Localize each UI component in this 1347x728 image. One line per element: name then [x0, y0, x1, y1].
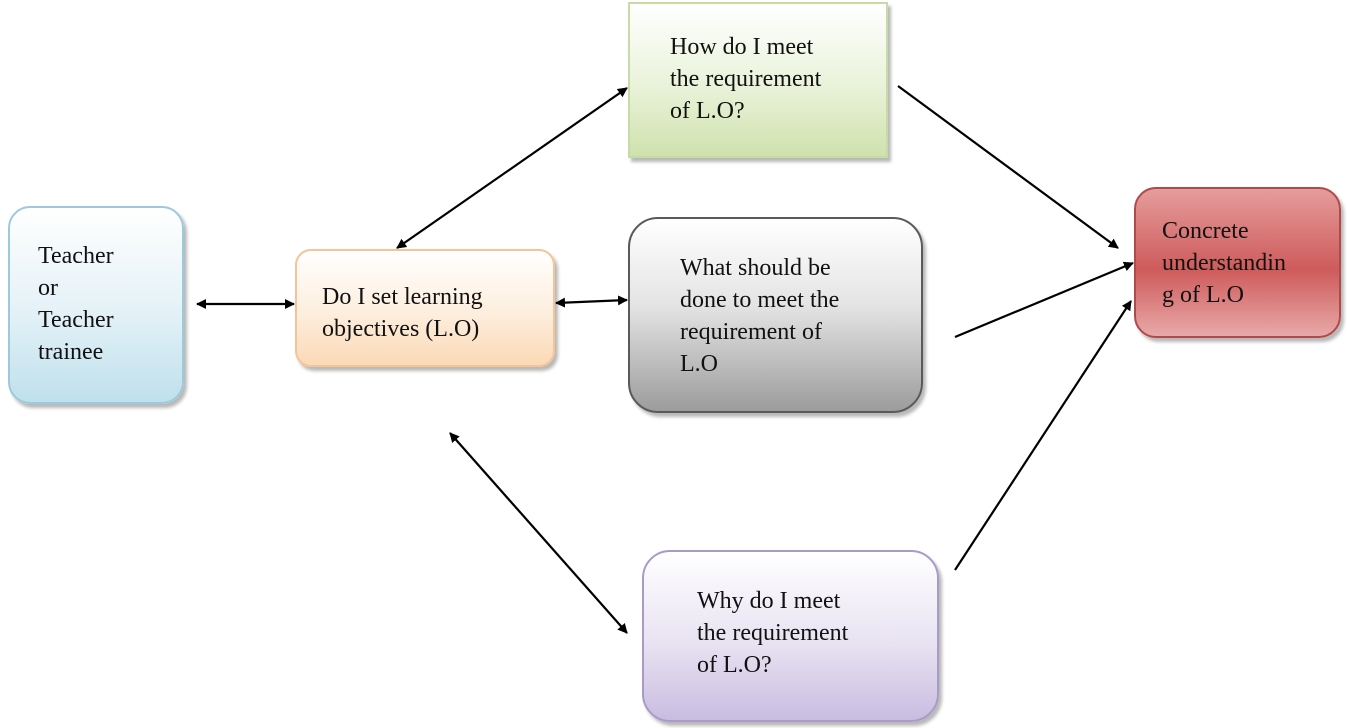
node-set-learning-objectives-label: Do I set learning objectives (L.O)	[322, 284, 483, 342]
node-why-meet-requirement: Why do I meet the requirement of L.O?	[642, 550, 939, 722]
node-why-meet-requirement-label: Why do I meet the requirement of L.O?	[697, 588, 849, 678]
edge-set_lo-to-why	[449, 432, 628, 634]
node-concrete-understanding: Concrete understandin g of L.O	[1134, 187, 1341, 338]
edge-set_lo-to-what	[555, 295, 628, 308]
node-teacher: Teacher or Teacher trainee	[8, 206, 184, 404]
edge-what-to-concrete	[954, 261, 1134, 339]
node-teacher-label: Teacher or Teacher trainee	[38, 243, 114, 365]
edge-how-to-concrete	[897, 85, 1119, 249]
node-what-should-be-done: What should be done to meet the requirem…	[628, 217, 923, 413]
edge-set_lo-to-how	[396, 87, 628, 249]
node-how-meet-requirement: How do I meet the requirement of L.O?	[628, 2, 888, 158]
node-set-learning-objectives: Do I set learning objectives (L.O)	[295, 249, 555, 367]
node-how-meet-requirement-label: How do I meet the requirement of L.O?	[670, 34, 822, 124]
node-concrete-understanding-label: Concrete understandin g of L.O	[1162, 218, 1286, 308]
node-what-should-be-done-label: What should be done to meet the requirem…	[680, 255, 840, 377]
edge-why-to-concrete	[954, 300, 1132, 571]
